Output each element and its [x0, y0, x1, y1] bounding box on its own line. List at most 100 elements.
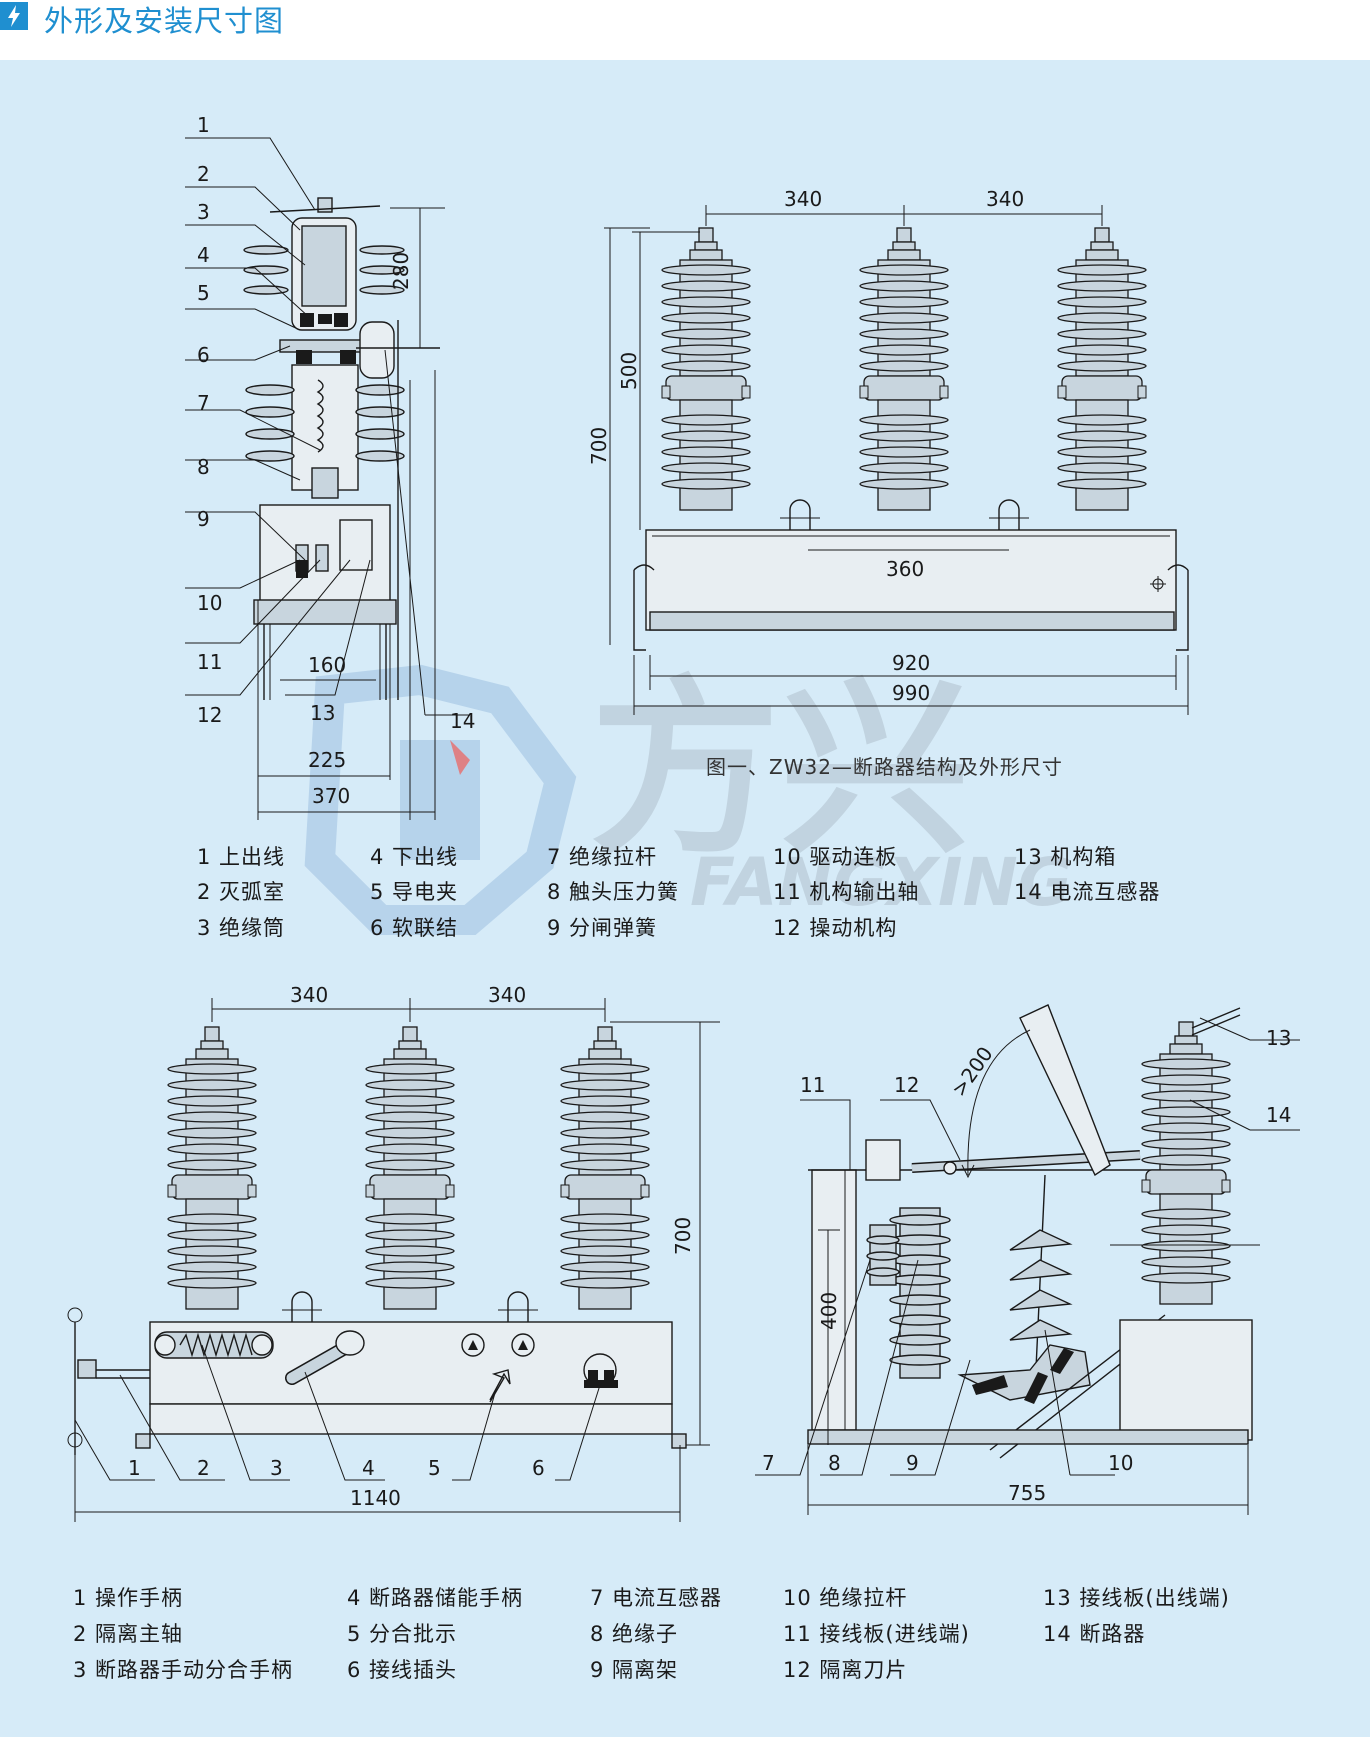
callout-1: 1: [197, 113, 210, 137]
bushing-a: [662, 228, 750, 510]
callout-7: 7: [762, 1451, 775, 1475]
legend1-item: 3 绝缘筒: [197, 916, 285, 940]
callout-9: 9: [906, 1451, 919, 1475]
lightning-icon: [0, 2, 28, 30]
fig2-side-callouts: 11 12 13 14 7 8 9 10: [762, 1026, 1291, 1475]
callout-9: 9: [197, 507, 210, 531]
callout-3: 3: [197, 200, 210, 224]
callout-12: 12: [197, 703, 222, 727]
callout-11: 11: [197, 650, 222, 674]
callout-14: 14: [450, 709, 475, 733]
callout-12: 12: [894, 1073, 919, 1097]
bushing-b: [860, 228, 948, 510]
legend1-item: 5 导电夹: [370, 880, 458, 904]
dim-920: 920: [892, 651, 930, 675]
legend1-item: 9 分闸弹簧: [547, 916, 657, 940]
fig2-legend: 1 操作手柄 2 隔离主轴 3 断路器手动分合手柄 4 断路器储能手柄 5 分合…: [73, 1586, 1230, 1682]
fig2-front-leaders: [74, 1344, 601, 1481]
legend1-item: 8 触头压力簧: [547, 880, 679, 904]
callout-4: 4: [362, 1456, 375, 1480]
fig2-side-leaders: [755, 1017, 1300, 1476]
dim-340-b: 340: [488, 983, 526, 1007]
dim-400: 400: [817, 1292, 841, 1330]
callout-4: 4: [197, 243, 210, 267]
dim-990: 990: [892, 681, 930, 705]
dim-1140: 1140: [350, 1486, 401, 1510]
legend1-item: 11 机构输出轴: [773, 880, 919, 904]
callout-3: 3: [270, 1456, 283, 1480]
callout-5: 5: [197, 281, 210, 305]
legend2-item: 11 接线板(进线端): [783, 1622, 970, 1646]
bushing-b: [366, 1027, 454, 1309]
fig1-legend: 1 上出线 2 灭弧室 3 绝缘筒 4 下出线 5 导电夹 6 软联结 7 绝缘…: [197, 845, 1159, 940]
watermark-text: 方兴: [590, 659, 970, 880]
dim-340-a: 340: [784, 187, 822, 211]
watermark-logo-icon: [304, 664, 577, 935]
fig1-side-view: [243, 197, 440, 820]
callout-10: 10: [1108, 1451, 1133, 1475]
page-title: 外形及安装尺寸图: [44, 4, 285, 38]
dim-gt200: >200: [946, 1042, 997, 1101]
legend2-item: 1 操作手柄: [73, 1586, 183, 1610]
legend2-item: 14 断路器: [1043, 1622, 1145, 1646]
bushing-c: [561, 1027, 649, 1309]
legend1-item: 1 上出线: [197, 845, 285, 869]
callout-2: 2: [197, 162, 210, 186]
legend2-item: 3 断路器手动分合手柄: [73, 1658, 293, 1682]
callout-13: 13: [1266, 1026, 1291, 1050]
fig2-side-view: [807, 1004, 1260, 1459]
bushing-c: [1058, 228, 1146, 510]
fig1-side-callouts: 1 2 3 4 5 6 7 8 9 10 11 12 13 14: [197, 113, 475, 733]
legend2-item: 10 绝缘拉杆: [783, 1586, 907, 1610]
legend2-item: 5 分合批示: [347, 1622, 457, 1646]
legend2-item: 8 绝缘子: [590, 1622, 678, 1646]
legend2-item: 7 电流互感器: [590, 1586, 722, 1610]
dim-360: 360: [886, 557, 924, 581]
dim-340-a: 340: [290, 983, 328, 1007]
legend1-item: 12 操动机构: [773, 916, 897, 940]
figure1-caption: 图一、ZW32—断路器结构及外形尺寸: [706, 755, 1063, 779]
legend1-item: 7 绝缘拉杆: [547, 845, 657, 869]
legend2-item: 12 隔离刀片: [783, 1658, 907, 1682]
dim-755: 755: [1008, 1481, 1046, 1505]
dim-225: 225: [308, 748, 346, 772]
fig1-front-view: [633, 228, 1189, 651]
legend2-item: 2 隔离主轴: [73, 1622, 183, 1646]
fig1-side-leaders: [185, 137, 470, 716]
dim-280: 280: [389, 252, 413, 290]
callout-8: 8: [828, 1451, 841, 1475]
legend2-item: 6 接线插头: [347, 1658, 457, 1682]
callout-5: 5: [428, 1456, 441, 1480]
callout-1: 1: [128, 1456, 141, 1480]
callout-13: 13: [310, 701, 335, 725]
watermark: 方兴 FANGXING: [304, 659, 1072, 935]
fig1-front-dimensions: 340 340 360 500 700 920 990: [587, 187, 1189, 715]
breaker-bushing: [1142, 1022, 1230, 1304]
legend2-item: 9 隔离架: [590, 1658, 678, 1682]
bushing-a: [168, 1027, 256, 1309]
callout-11: 11: [800, 1073, 825, 1097]
legend1-item: 4 下出线: [370, 845, 458, 869]
page-header: 外形及安装尺寸图: [0, 0, 1370, 60]
callout-14: 14: [1266, 1103, 1291, 1127]
dim-700: 700: [587, 427, 611, 465]
fig2-front-callouts: 1 2 3 4 5 6: [128, 1456, 545, 1480]
legend2-item: 13 接线板(出线端): [1043, 1586, 1230, 1610]
legend1-item: 2 灭弧室: [197, 880, 285, 904]
callout-8: 8: [197, 455, 210, 479]
watermark-latin: FANGXING: [690, 844, 1072, 921]
legend2-item: 4 断路器储能手柄: [347, 1586, 523, 1610]
callout-6: 6: [197, 343, 210, 367]
callout-7: 7: [197, 391, 210, 415]
legend1-item: 13 机构箱: [1014, 845, 1116, 869]
dim-700: 700: [671, 1217, 695, 1255]
fig1-side-dimensions: 280 160 225 370: [258, 207, 445, 813]
dim-340-b: 340: [986, 187, 1024, 211]
dim-500: 500: [617, 352, 641, 390]
callout-10: 10: [197, 591, 222, 615]
callout-2: 2: [197, 1456, 210, 1480]
fig2-front-view: [67, 1027, 687, 1455]
dim-370: 370: [312, 784, 350, 808]
callout-6: 6: [532, 1456, 545, 1480]
